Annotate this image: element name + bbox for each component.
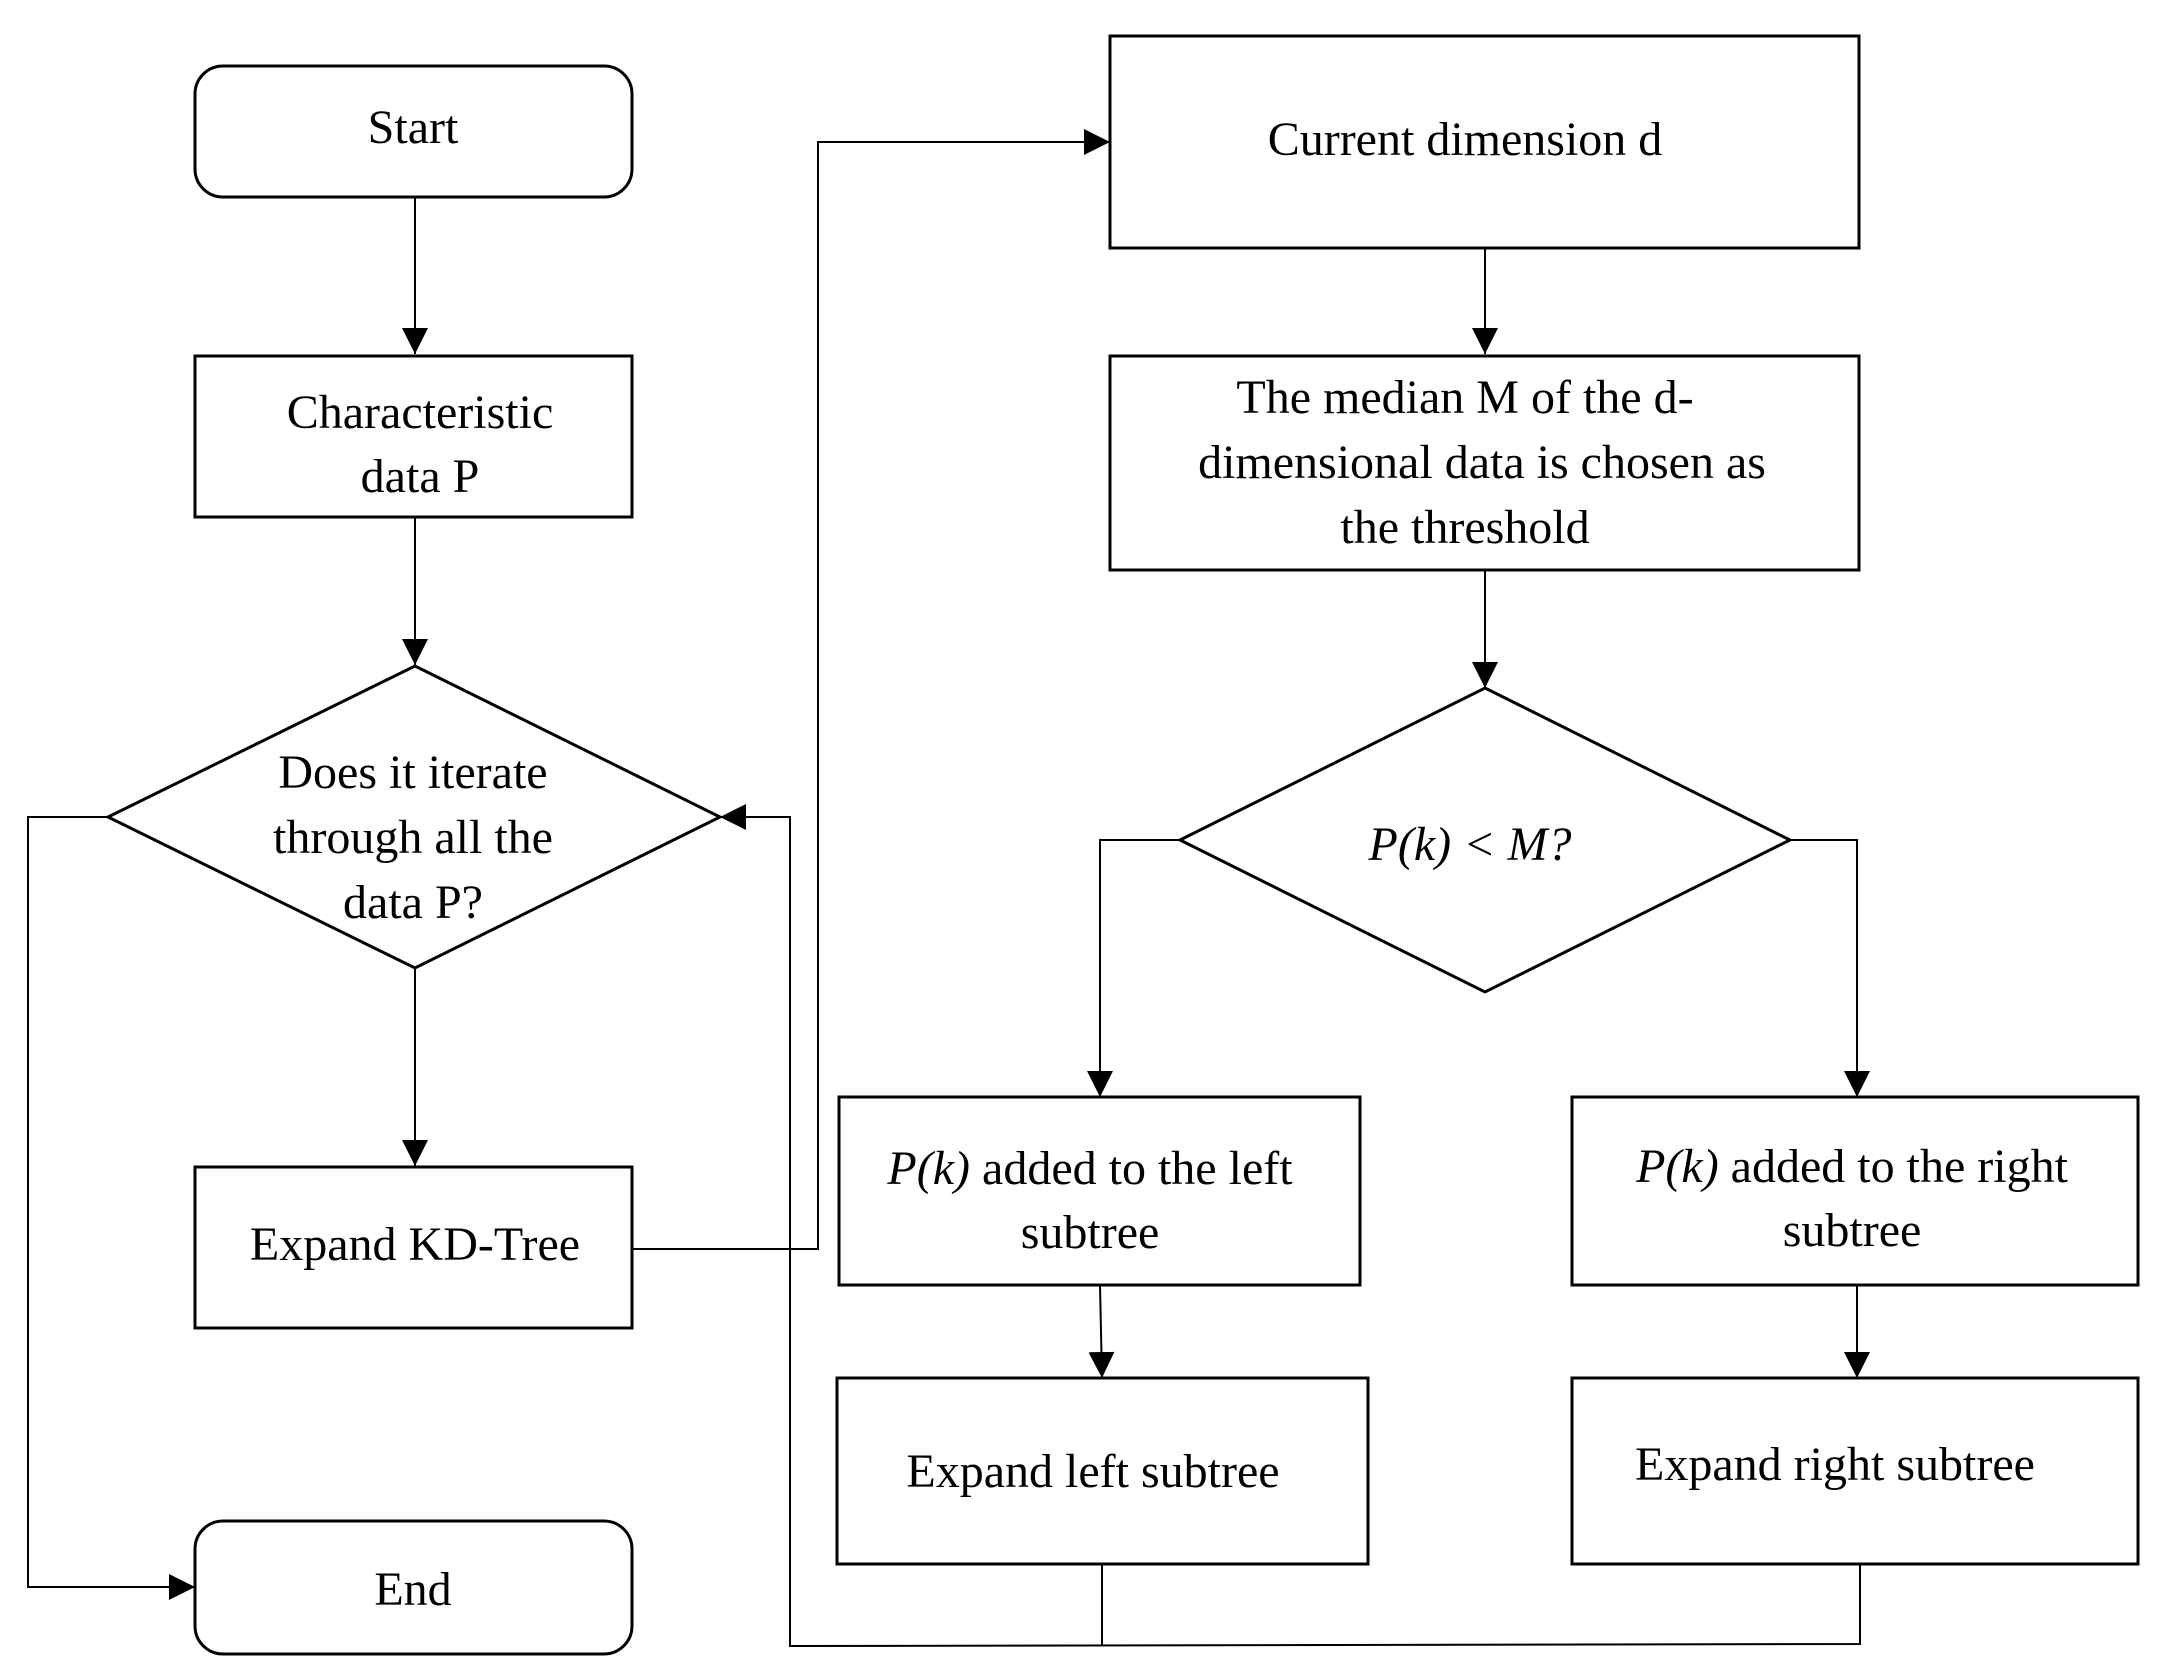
add-left-math: P(k): [886, 1142, 970, 1195]
start-node: Start: [193, 64, 634, 199]
expand-left-label: Expand left subtree: [906, 1445, 1279, 1498]
compare-decision-node: P(k) < M?: [1176, 686, 1794, 994]
edge-decision-no-to-end: [27, 816, 195, 1600]
edges: [27, 129, 1870, 1648]
add-left-text: added to the left: [970, 1142, 1293, 1195]
add-right-line1: P(k) added to the right: [1635, 1140, 2069, 1193]
add-left-line2: subtree: [1021, 1206, 1160, 1259]
edge-expand-kd-tree-to-current-dimension: [631, 129, 1110, 1250]
add-right-node: P(k) added to the right subtree: [1570, 1095, 2140, 1287]
iterate-decision-line3: data P?: [343, 876, 483, 929]
median-threshold-node: The median M of the d- dimensional data …: [1108, 354, 1861, 572]
current-dimension-label: Current dimension d: [1268, 113, 1663, 166]
characteristic-data-label-line2: data P: [361, 450, 480, 503]
characteristic-data-node: Characteristic data P: [193, 354, 634, 519]
end-label: End: [374, 1563, 451, 1616]
iterate-decision-line1: Does it iterate: [278, 746, 547, 799]
median-threshold-line1: The median M of the d-: [1236, 371, 1693, 424]
add-right-text: added to the right: [1719, 1140, 2069, 1193]
characteristic-data-label-line1: Characteristic: [287, 386, 554, 439]
add-left-node: P(k) added to the left subtree: [837, 1095, 1362, 1287]
median-threshold-line2: dimensional data is chosen as: [1198, 436, 1766, 489]
compare-decision-label: P(k) < M?: [1368, 818, 1572, 871]
expand-kd-tree-label: Expand KD-Tree: [250, 1218, 580, 1271]
expand-right-label: Expand right subtree: [1635, 1438, 2035, 1491]
edge-compare-yes-to-add-left: [1087, 839, 1180, 1097]
iterate-decision-node: Does it iterate through all the data P?: [104, 664, 724, 970]
add-right-math: P(k): [1635, 1140, 1719, 1193]
expand-left-node: Expand left subtree: [835, 1376, 1370, 1566]
edge-loop-back-to-decision: [720, 817, 1861, 1648]
add-right-line2: subtree: [1783, 1204, 1922, 1257]
expand-right-node: Expand right subtree: [1570, 1376, 2140, 1566]
start-label: Start: [368, 101, 459, 154]
median-threshold-line3: the threshold: [1340, 501, 1589, 554]
iterate-decision-line2: through all the: [273, 811, 553, 864]
add-left-line1: P(k) added to the left: [886, 1142, 1293, 1195]
end-node: End: [193, 1519, 634, 1656]
edge-add-left-to-expand-left: [1088, 1284, 1115, 1379]
current-dimension-node: Current dimension d: [1108, 34, 1861, 250]
expand-kd-tree-node: Expand KD-Tree: [193, 1165, 634, 1330]
edge-compare-no-to-add-right: [1790, 839, 1870, 1097]
